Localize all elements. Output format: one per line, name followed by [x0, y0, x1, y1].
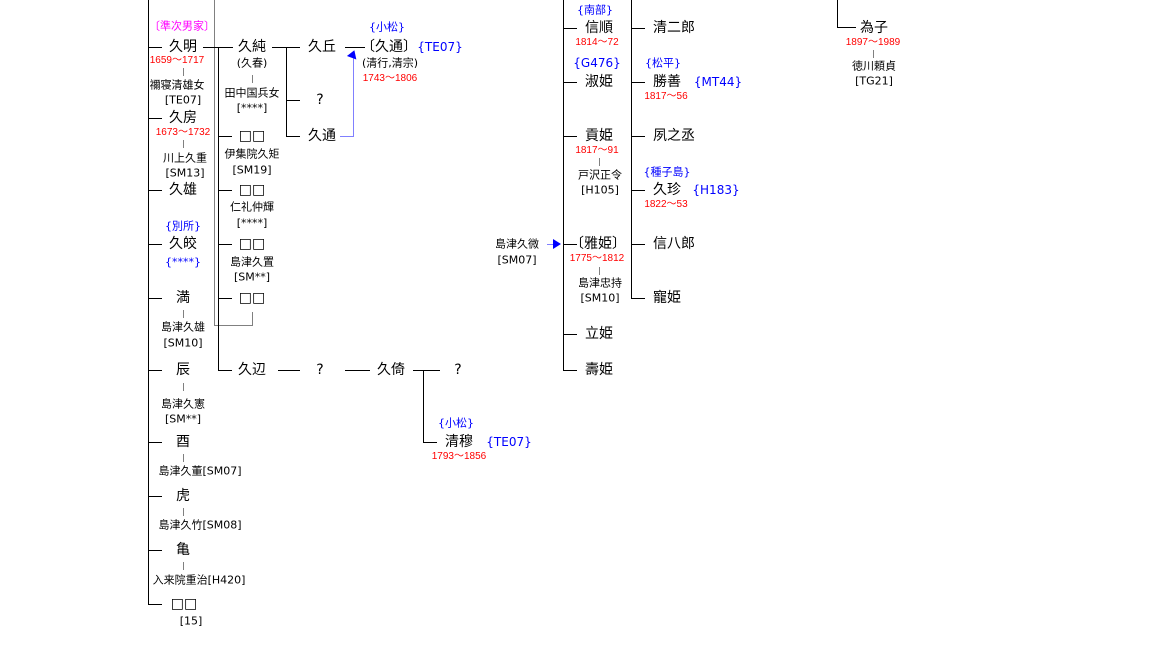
- person-name[interactable]: 久雄: [169, 182, 197, 198]
- branch-label: {松平}: [645, 56, 681, 70]
- arrow-icon: [553, 239, 561, 249]
- branch-label: {南部}: [577, 3, 613, 17]
- spouse-code: [TG21]: [855, 74, 893, 88]
- person-name[interactable]: 久明: [169, 39, 197, 55]
- person-code: {****}: [165, 255, 201, 269]
- person-name[interactable]: 淑姫: [585, 74, 613, 90]
- branch-label: {小松}: [369, 20, 405, 34]
- person-name[interactable]: 夙之丞: [653, 128, 695, 144]
- life-dates: 1659〜1717: [149, 55, 205, 66]
- person-name[interactable]: 壽姫: [585, 362, 613, 378]
- life-dates: 1673〜1732: [155, 127, 211, 138]
- spouse-name[interactable]: 入来院重治[H420]: [152, 573, 246, 587]
- person-name[interactable]: □□: [238, 290, 266, 306]
- life-dates: 1817〜91: [575, 145, 619, 156]
- person-name[interactable]: 久通: [308, 128, 336, 144]
- unknown-person: ?: [316, 362, 324, 378]
- father-name[interactable]: 島津久微: [495, 237, 539, 251]
- person-name[interactable]: 久丘: [308, 39, 336, 55]
- person-code: [15]: [179, 614, 203, 628]
- person-name[interactable]: 久純: [238, 39, 266, 55]
- person-name[interactable]: 酉: [176, 434, 190, 450]
- person-name[interactable]: 為子: [860, 20, 888, 36]
- person-name[interactable]: 清穆: [445, 434, 473, 450]
- person-name[interactable]: 久辺: [238, 362, 266, 378]
- life-dates: 1793〜1856: [431, 451, 487, 462]
- spouse-name[interactable]: 島津久憲: [161, 397, 205, 411]
- spouse-code: [H105]: [581, 183, 619, 197]
- spouse-code: [SM19]: [232, 163, 272, 177]
- father-code: [SM07]: [497, 253, 537, 267]
- person-name[interactable]: □□: [238, 182, 266, 198]
- person-name[interactable]: □□: [238, 128, 266, 144]
- person-name[interactable]: 辰: [176, 362, 190, 378]
- arrow-icon: [346, 48, 360, 60]
- person-name[interactable]: 貢姫: [585, 128, 613, 144]
- person-code[interactable]: {MT44}: [693, 75, 743, 89]
- spouse-name[interactable]: 島津久董[SM07]: [158, 464, 242, 478]
- spouse-name[interactable]: 伊集院久矩: [224, 147, 280, 161]
- life-dates: 1775〜1812: [569, 253, 625, 264]
- person-name[interactable]: 勝善: [653, 74, 681, 90]
- person-name[interactable]: 満: [176, 290, 190, 306]
- person-name[interactable]: 立姫: [585, 326, 613, 342]
- person-name[interactable]: 久皎: [169, 236, 197, 252]
- person-code[interactable]: {H183}: [692, 183, 740, 197]
- life-dates: 1897〜1989: [845, 37, 901, 48]
- person-code[interactable]: {TE07}: [486, 435, 532, 449]
- spouse-code: [SM10]: [580, 291, 620, 305]
- alt-name: (清行,清宗): [361, 56, 419, 70]
- person-name[interactable]: 〔久通〕: [361, 39, 417, 55]
- spouse-name[interactable]: 島津久置: [230, 255, 274, 269]
- spouse-code: [SM13]: [165, 166, 205, 180]
- spouse-code: [SM10]: [163, 336, 203, 350]
- person-name[interactable]: 信八郎: [653, 236, 695, 252]
- spouse-name[interactable]: 徳川頼貞: [852, 59, 896, 73]
- spouse-name[interactable]: 禰寝清雄女: [149, 78, 205, 92]
- person-name[interactable]: 亀: [176, 542, 190, 558]
- spouse-name[interactable]: 島津忠持: [578, 276, 622, 290]
- life-dates: 1814〜72: [575, 37, 619, 48]
- branch-label: {種子島}: [643, 165, 691, 179]
- spouse-name[interactable]: 島津久雄: [161, 320, 205, 334]
- life-dates: 1743〜1806: [362, 73, 418, 84]
- spouse-name[interactable]: 仁礼仲輝: [230, 200, 274, 214]
- spouse-name[interactable]: 川上久重: [163, 151, 207, 165]
- spouse-code: [TE07]: [164, 93, 202, 107]
- alt-name: (久春): [236, 56, 268, 70]
- person-name[interactable]: 久倚: [377, 362, 405, 378]
- spouse-name[interactable]: 田中国兵女: [224, 86, 280, 100]
- person-code[interactable]: {TE07}: [417, 40, 463, 54]
- life-dates: 1822〜53: [644, 199, 688, 210]
- spouse-code: [****]: [236, 101, 268, 115]
- person-name[interactable]: □□: [170, 596, 198, 612]
- person-name[interactable]: 清二郎: [653, 20, 695, 36]
- unknown-person: ?: [316, 92, 324, 108]
- spouse-code: [SM**]: [233, 270, 271, 284]
- life-dates: 1817〜56: [644, 91, 688, 102]
- person-name[interactable]: 〔雅姫〕: [570, 236, 626, 252]
- spouse-name[interactable]: 島津久竹[SM08]: [158, 518, 242, 532]
- branch-label: {小松}: [438, 416, 474, 430]
- unknown-person: ?: [454, 362, 462, 378]
- person-name[interactable]: 虎: [176, 488, 190, 504]
- person-name[interactable]: 信順: [585, 20, 613, 36]
- person-name[interactable]: 寵姫: [653, 290, 681, 306]
- branch-label: {別所}: [165, 219, 201, 233]
- person-name[interactable]: 久房: [169, 110, 197, 126]
- spouse-code: [****]: [236, 216, 268, 230]
- house-label: 〔準次男家〕: [149, 19, 215, 33]
- person-code[interactable]: {G476}: [573, 56, 621, 70]
- spouse-name[interactable]: 戸沢正令: [578, 168, 622, 182]
- person-name[interactable]: 久珍: [653, 182, 681, 198]
- spouse-code: [SM**]: [164, 412, 202, 426]
- person-name[interactable]: □□: [238, 236, 266, 252]
